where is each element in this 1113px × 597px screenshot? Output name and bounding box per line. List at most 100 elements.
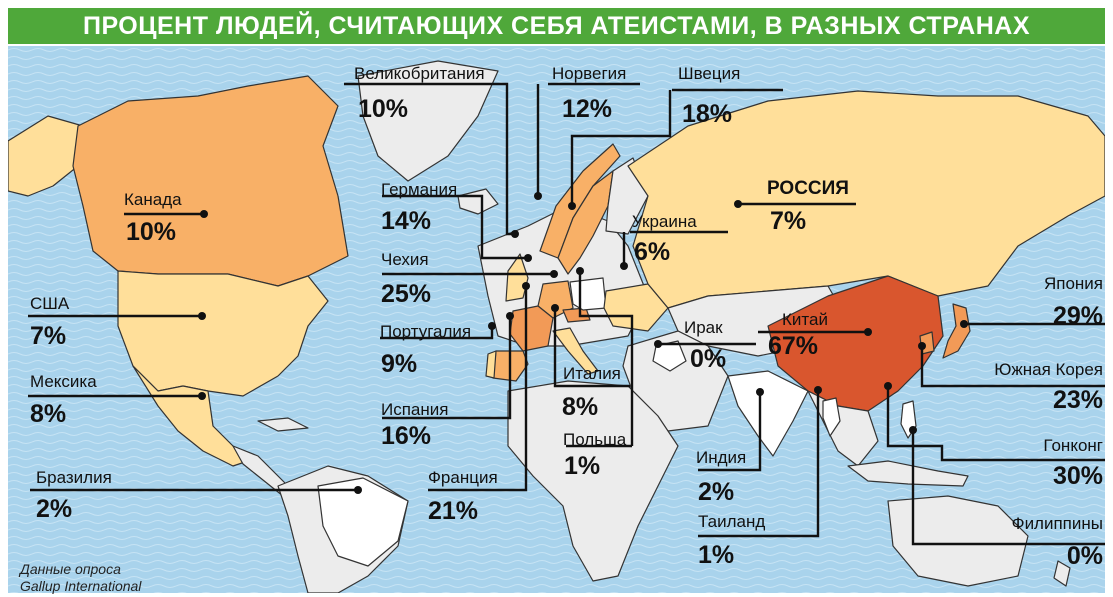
leader-hong-kong <box>886 386 1105 462</box>
country-czech <box>562 307 591 323</box>
label-russia-value: 7% <box>770 207 807 235</box>
leader-poland <box>566 271 634 448</box>
cuba <box>257 417 309 432</box>
label-philippines-value: 0% <box>1066 542 1103 570</box>
label-poland-name: Польша <box>563 430 627 449</box>
country-thailand <box>822 397 841 437</box>
country-iraq <box>652 340 687 372</box>
dot-philippines <box>909 426 917 434</box>
label-philippines-name: Филиппины <box>1011 514 1103 533</box>
label-japan-name: Япония <box>1043 274 1103 293</box>
label-hong-kong-value: 30% <box>1052 462 1103 490</box>
label-norway-value: 12% <box>562 95 613 123</box>
label-france-value: 21% <box>428 497 479 525</box>
leader-germany <box>382 194 528 260</box>
source-line-2: Gallup International <box>20 578 142 594</box>
dot-south-korea <box>918 342 926 350</box>
leader-south-korea <box>920 346 1105 388</box>
label-south-korea-name: Южная Корея <box>994 360 1103 379</box>
country-canada <box>72 75 349 287</box>
dot-poland <box>576 267 584 275</box>
dot-hong-kong <box>884 382 892 390</box>
label-hong-kong-name: Гонконг <box>1043 436 1103 455</box>
leader-norway <box>536 82 640 196</box>
label-norway-name: Норвегия <box>552 64 627 83</box>
leader-philippines <box>911 430 1105 546</box>
label-france-name: Франция <box>428 468 498 487</box>
dot-italy <box>551 304 559 312</box>
label-china-name: Китай <box>782 310 828 329</box>
label-germany-value: 14% <box>381 207 432 235</box>
label-spain-value: 16% <box>381 422 432 450</box>
middle-east <box>622 330 729 432</box>
dot-brazil <box>354 486 362 494</box>
label-usa-name: США <box>30 294 70 313</box>
dot-czech <box>550 270 558 278</box>
label-spain-name: Испания <box>381 400 449 419</box>
country-russia <box>627 90 1105 309</box>
dot-spain <box>506 312 514 320</box>
country-india <box>727 370 809 457</box>
country-japan <box>942 303 971 359</box>
leader-lines <box>28 82 1105 546</box>
label-portugal-name: Португалия <box>380 322 472 341</box>
new-zealand <box>1053 560 1071 587</box>
dot-india <box>756 388 764 396</box>
dot-russia <box>734 200 742 208</box>
dot-sweden <box>568 202 576 210</box>
label-iraq-value: 0% <box>690 345 727 373</box>
country-italy <box>552 327 599 375</box>
dot-usa <box>198 312 206 320</box>
indonesia <box>847 460 969 487</box>
dot-uk <box>511 230 519 238</box>
label-thailand-name: Таиланд <box>698 512 766 531</box>
label-portugal-value: 9% <box>381 350 418 378</box>
title-bar: ПРОЦЕНТ ЛЮДЕЙ, СЧИТАЮЩИХ СЕБЯ АТЕИСТАМИ,… <box>8 8 1105 44</box>
page-title: ПРОЦЕНТ ЛЮДЕЙ, СЧИТАЮЩИХ СЕБЯ АТЕИСТАМИ,… <box>82 12 1031 40</box>
country-poland <box>569 277 607 311</box>
dot-thailand <box>814 386 822 394</box>
alaska <box>8 115 84 197</box>
country-portugal <box>485 350 497 379</box>
greenland <box>357 60 499 182</box>
country-china <box>767 275 944 412</box>
label-thailand-value: 1% <box>698 541 735 569</box>
country-brazil <box>317 477 409 567</box>
label-south-korea-value: 23% <box>1052 386 1103 414</box>
label-germany-name: Германия <box>381 180 458 199</box>
label-sweden-value: 18% <box>682 100 733 128</box>
label-brazil-name: Бразилия <box>36 468 112 487</box>
dot-norway <box>534 192 542 200</box>
label-uk-value: 10% <box>358 95 409 123</box>
dot-mexico <box>198 392 206 400</box>
label-ukraine-name: Украина <box>632 212 697 231</box>
label-usa-value: 7% <box>30 322 67 350</box>
leader-france <box>428 286 528 492</box>
dot-germany <box>524 254 532 262</box>
label-sweden-name: Швеция <box>678 64 741 83</box>
world-map <box>8 46 1105 593</box>
label-iraq-name: Ирак <box>684 318 723 337</box>
dot-portugal <box>488 322 496 330</box>
label-uk-name: Великобритания <box>354 64 485 83</box>
label-japan-value: 29% <box>1052 302 1103 330</box>
leader-italy <box>553 308 630 388</box>
dot-canada <box>200 210 208 218</box>
source-note: Данные опроса Gallup International <box>20 561 141 595</box>
label-china-value: 67% <box>768 332 819 360</box>
leader-ukraine <box>622 230 728 266</box>
label-russia-name: РОССИЯ <box>767 178 849 199</box>
label-mexico-value: 8% <box>30 400 67 428</box>
leader-thailand <box>698 390 820 538</box>
leader-spain <box>382 316 512 420</box>
label-czech-value: 25% <box>381 280 432 308</box>
australia <box>887 495 1029 587</box>
location-dots <box>198 192 968 494</box>
dot-iraq <box>654 340 662 348</box>
label-india-name: Индия <box>696 448 747 467</box>
dot-china <box>864 328 872 336</box>
leader-sweden <box>570 88 783 206</box>
label-italy-name: Италия <box>563 364 621 383</box>
dot-japan <box>960 320 968 328</box>
